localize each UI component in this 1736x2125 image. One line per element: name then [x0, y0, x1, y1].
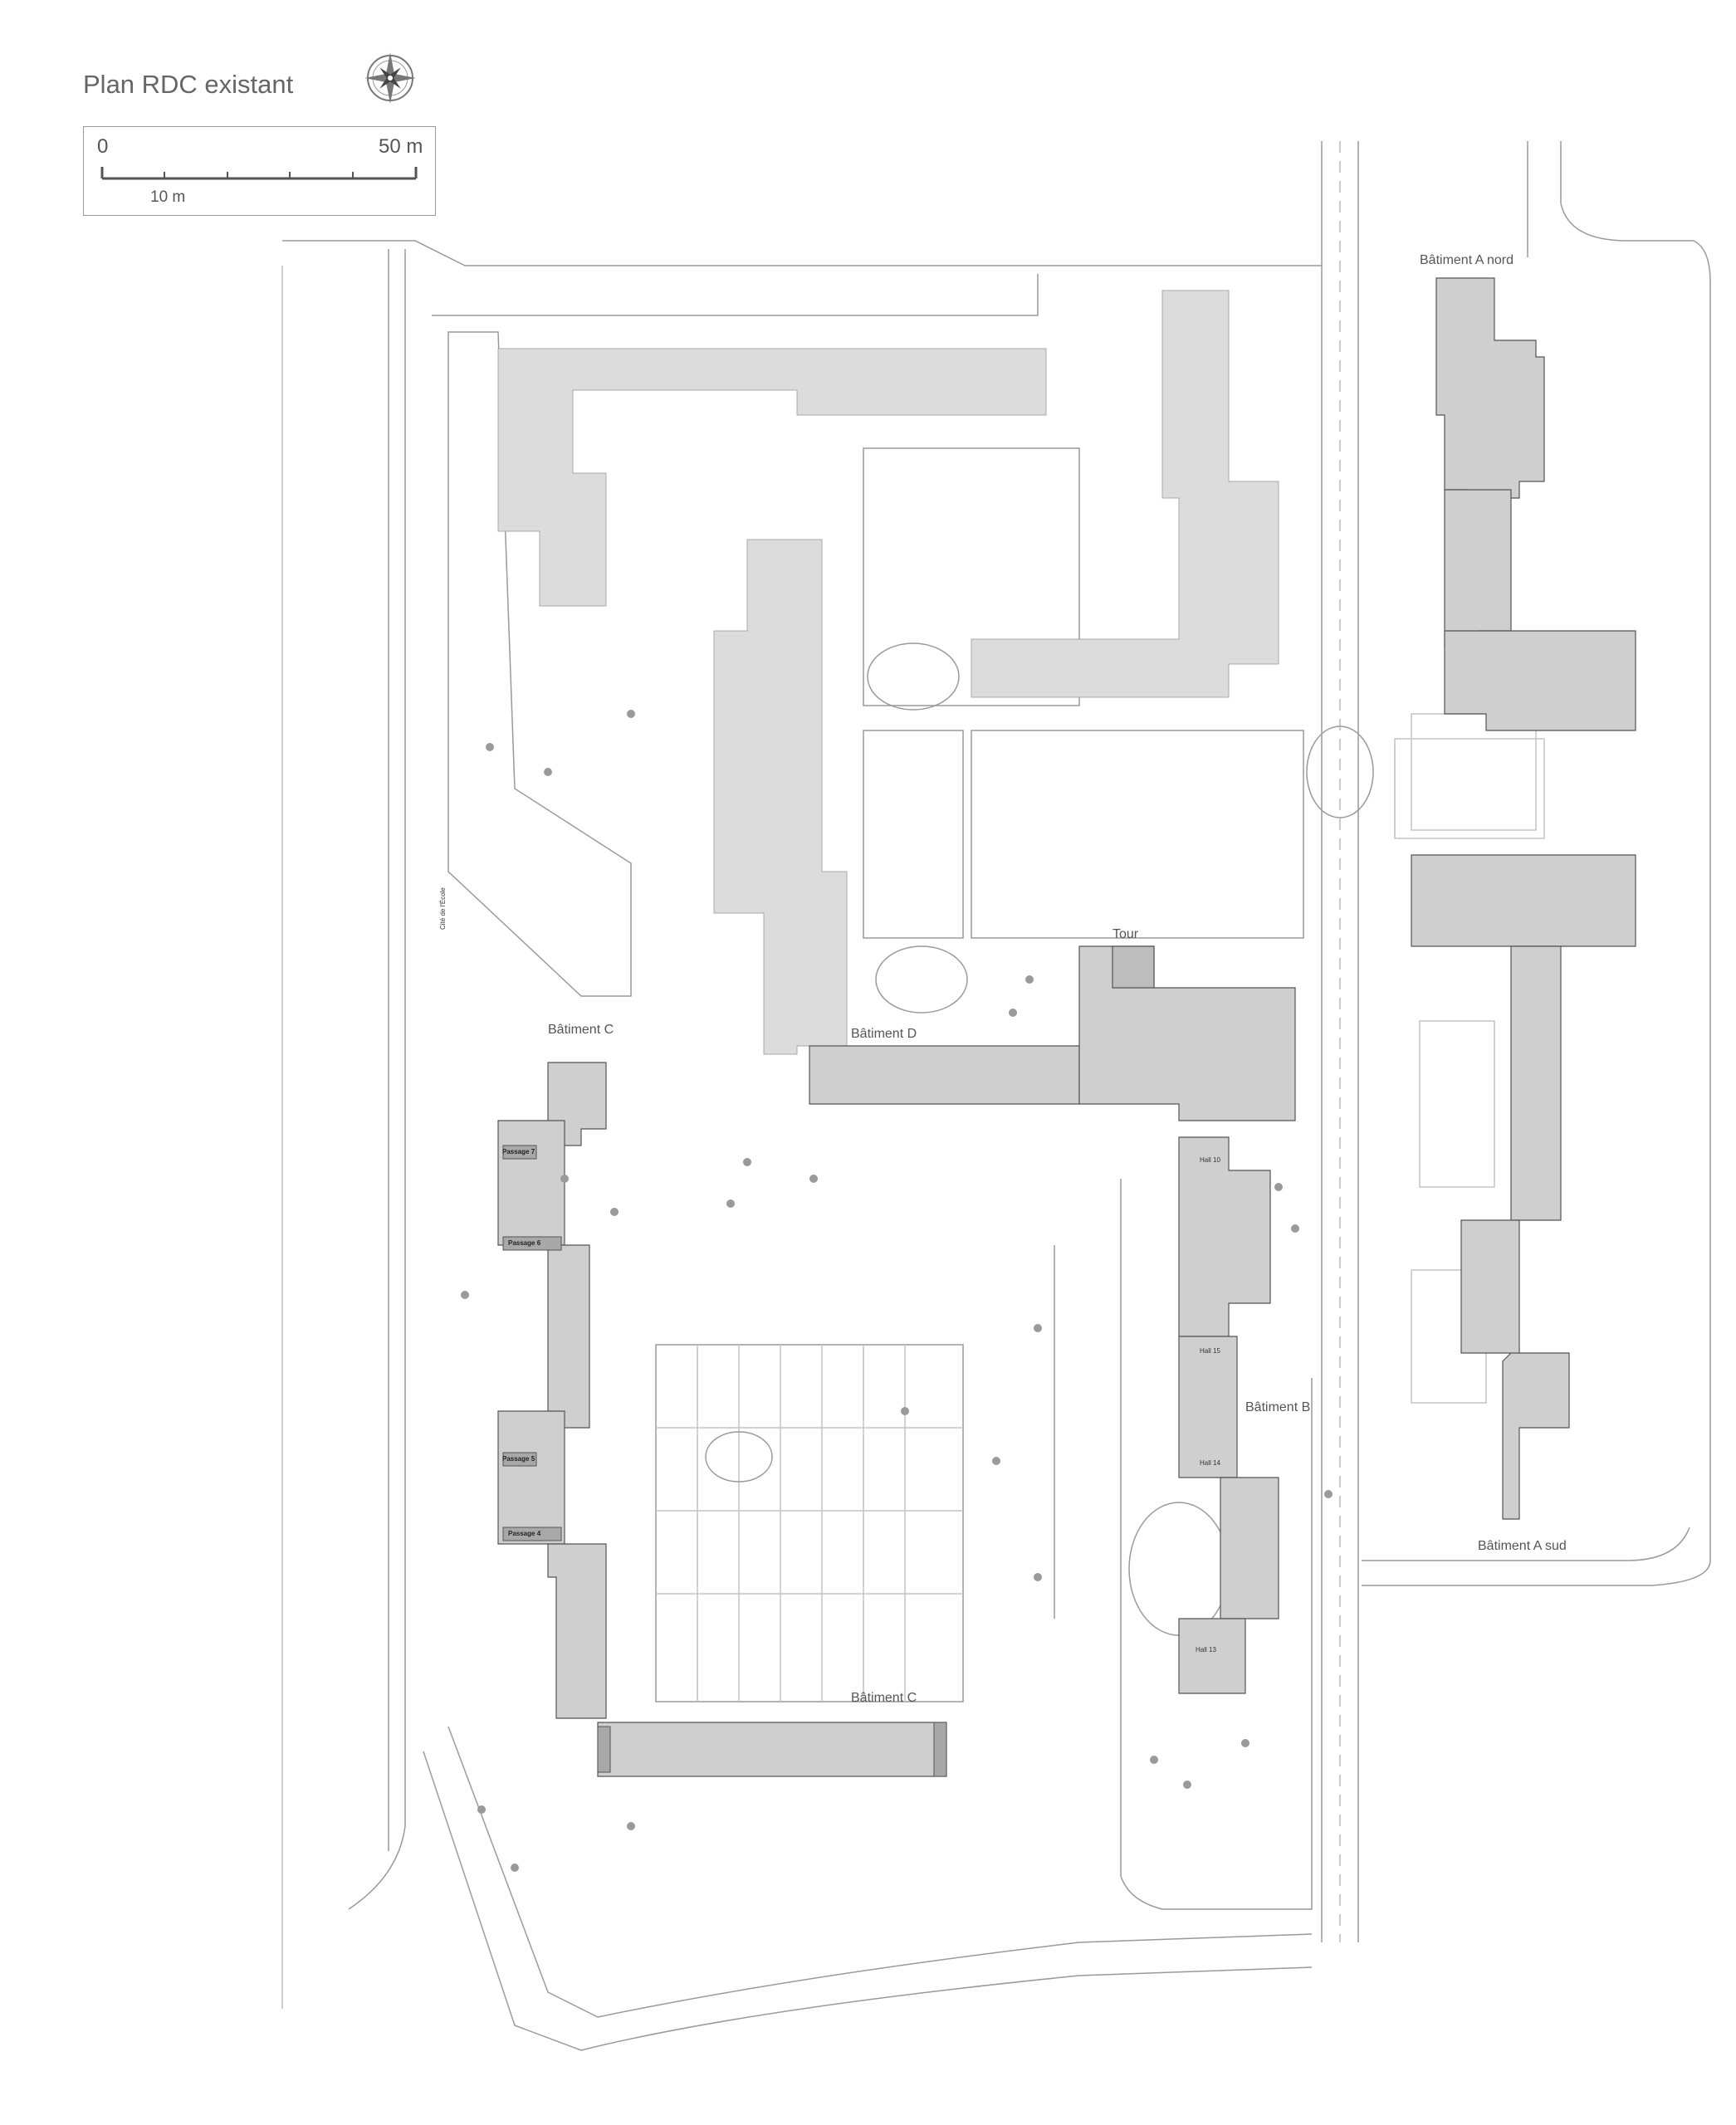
label-passage-5: Passage 5 — [502, 1455, 535, 1463]
label-batiment-c-south: Bâtiment C — [851, 1691, 917, 1705]
label-batiment-a-nord: Bâtiment A nord — [1420, 253, 1513, 267]
label-hall-13: Hall 13 — [1196, 1646, 1216, 1654]
label-batiment-d: Bâtiment D — [851, 1027, 917, 1041]
label-passage-4: Passage 4 — [508, 1530, 541, 1537]
label-tour: Tour — [1113, 927, 1139, 941]
label-passage-7: Passage 7 — [502, 1148, 535, 1155]
label-hall-10: Hall 10 — [1200, 1156, 1220, 1164]
compass-rose-icon — [364, 52, 416, 104]
scale-unit-label: 10 m — [150, 188, 186, 206]
label-batiment-c-west: Bâtiment C — [548, 1023, 614, 1037]
label-hall-14: Hall 14 — [1200, 1459, 1220, 1467]
label-street: Cité de l'École — [439, 887, 447, 930]
scale-start-label: 0 — [97, 135, 109, 158]
scale-ruler — [100, 167, 418, 180]
label-hall-15: Hall 15 — [1200, 1347, 1220, 1355]
scale-end-label: 50 m — [379, 135, 423, 158]
scale-bar: 0 50 m 10 m — [83, 126, 436, 216]
label-passage-6: Passage 6 — [508, 1239, 541, 1247]
plan-title: Plan RDC existant — [83, 70, 294, 99]
label-batiment-b: Bâtiment B — [1245, 1400, 1310, 1414]
label-batiment-a-sud: Bâtiment A sud — [1478, 1539, 1567, 1553]
